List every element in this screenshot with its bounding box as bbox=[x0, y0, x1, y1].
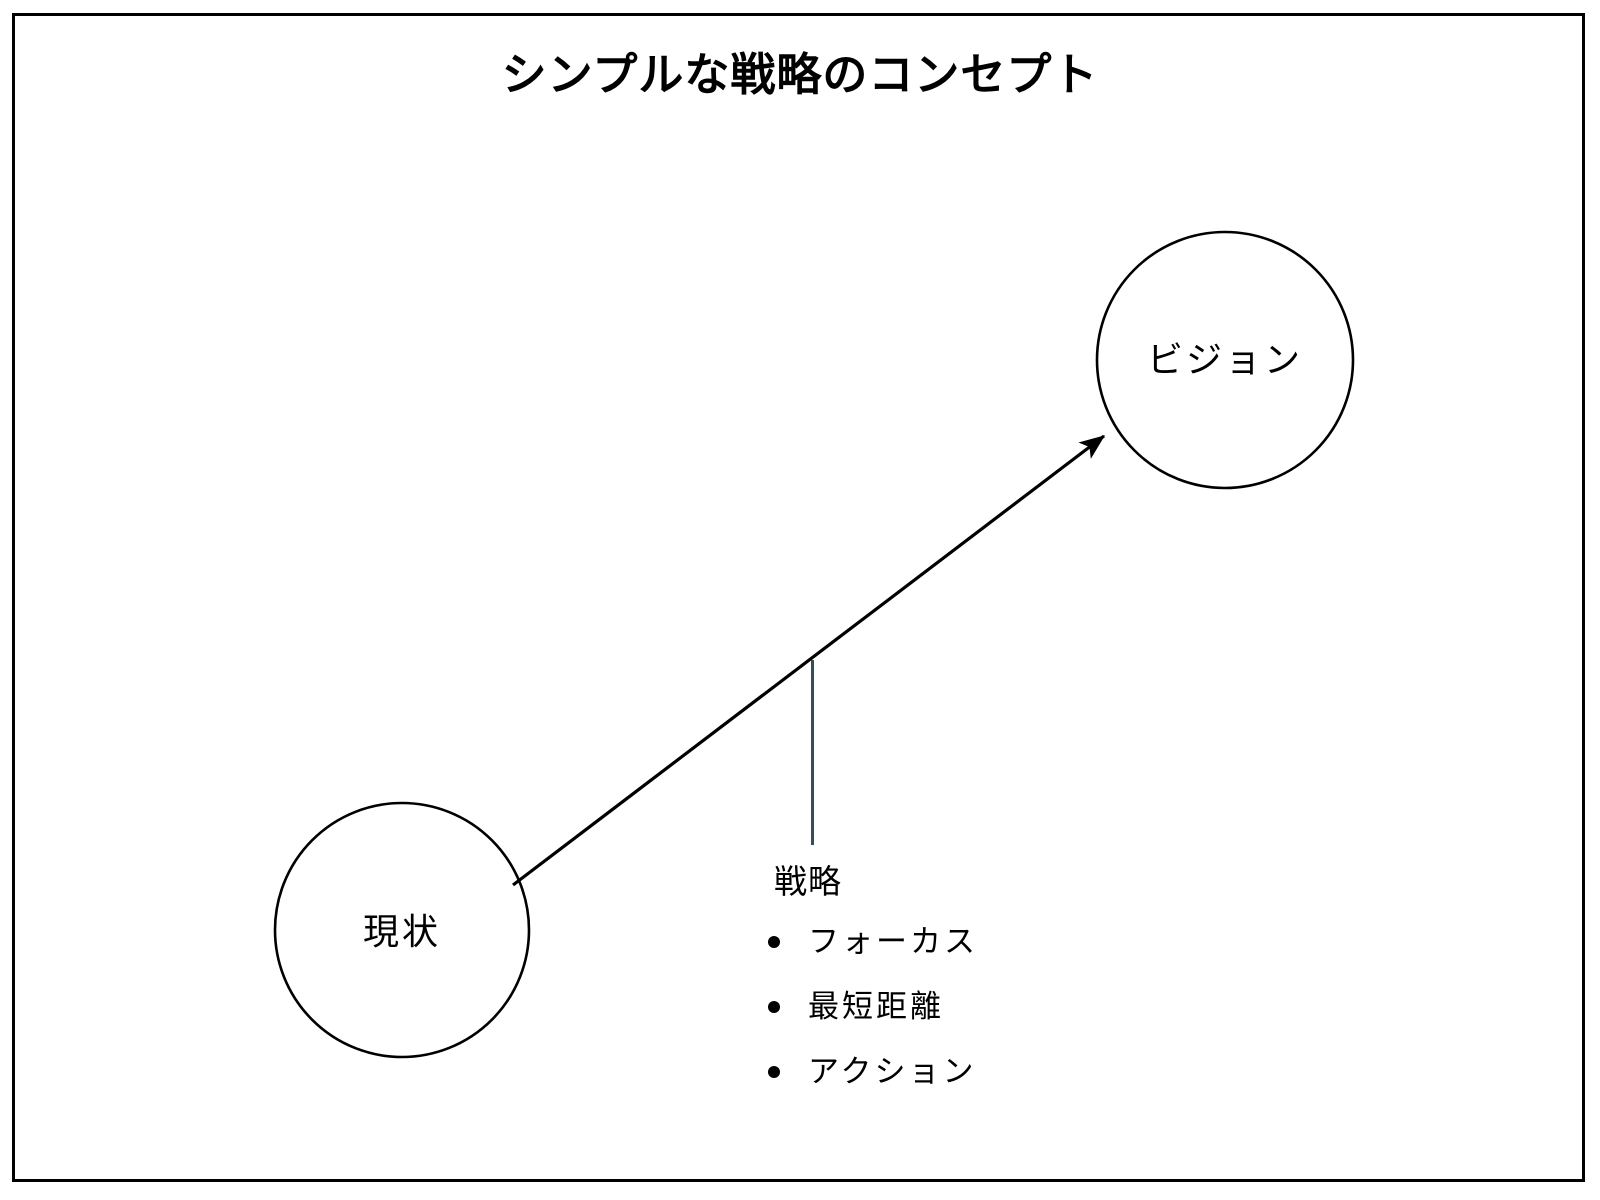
strategy-item-label: フォーカス bbox=[808, 924, 978, 959]
strategy-annotation: 戦略 フォーカス 最短距離 アクション bbox=[760, 860, 1180, 1117]
vision-label: ビジョン bbox=[1146, 339, 1303, 380]
bullet-dot-icon bbox=[768, 1001, 780, 1013]
current-to-vision-arrow bbox=[512, 434, 1106, 887]
current-state-circle[interactable] bbox=[273, 801, 531, 1059]
current-state-label: 現状 bbox=[362, 911, 441, 952]
strategy-list: フォーカス 最短距離 アクション bbox=[760, 922, 1180, 1092]
bullet-dot-icon bbox=[768, 1066, 780, 1078]
bullet-dot-icon bbox=[768, 936, 780, 948]
page-title: シンプルな戦略のコンセプト bbox=[501, 49, 1099, 100]
strategy-item-label: 最短距離 bbox=[808, 989, 944, 1024]
strategy-list-item: アクション bbox=[760, 1052, 1180, 1092]
vision-circle[interactable] bbox=[1095, 230, 1355, 490]
strategy-item-label: アクション bbox=[808, 1054, 977, 1089]
strategy-list-item: フォーカス bbox=[760, 922, 1180, 962]
page-border bbox=[12, 13, 1585, 1182]
strategy-list-item: 最短距離 bbox=[760, 987, 1180, 1027]
strategy-heading: 戦略 bbox=[774, 863, 842, 900]
